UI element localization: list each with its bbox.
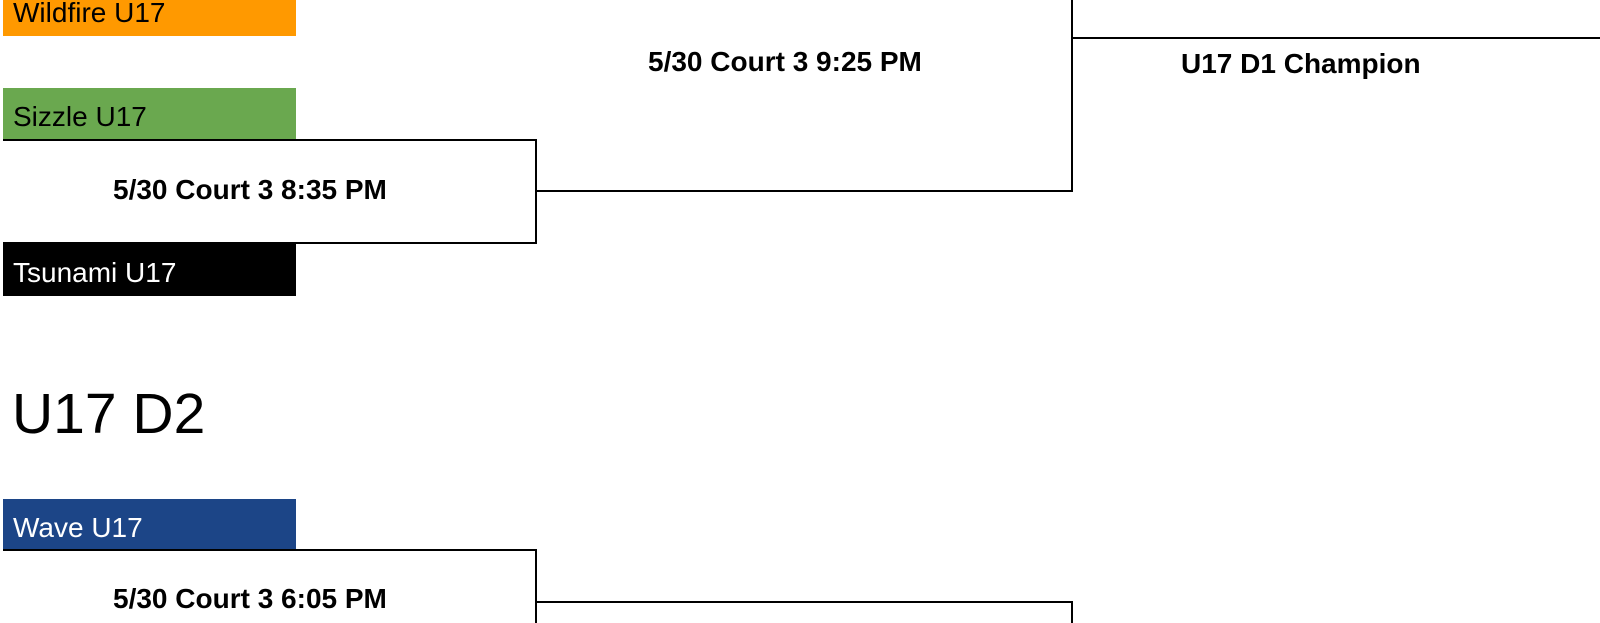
final-bracket-vertical-top	[1071, 0, 1073, 38]
team-slot-wildfire: Wildfire U17	[3, 0, 296, 36]
semifinal-match-label: 5/30 Court 3 8:35 PM	[113, 174, 387, 205]
team-name: Wildfire U17	[13, 0, 166, 28]
first-match-bracket-top	[3, 549, 537, 551]
first-match-winner-line	[535, 601, 1073, 603]
team-name: Wave U17	[13, 512, 143, 543]
team-slot-tsunami: Tsunami U17	[3, 244, 296, 296]
final-bracket-vertical-bottom	[1071, 37, 1073, 192]
second-round-vertical	[1071, 601, 1073, 623]
final-match-label: 5/30 Court 3 9:25 PM	[648, 46, 922, 77]
champion-label: U17 D1 Champion	[1181, 48, 1421, 79]
team-slot-sizzle: Sizzle U17	[3, 88, 296, 140]
team-slot-wave: Wave U17	[3, 499, 296, 551]
first-match-bracket-right	[535, 549, 537, 623]
semifinal-bracket-top	[3, 139, 537, 141]
team-name: Tsunami U17	[13, 257, 177, 288]
division-title: U17 D2	[12, 382, 206, 446]
semifinal-winner-line	[535, 190, 1073, 192]
team-name: Sizzle U17	[13, 101, 147, 132]
first-match-label: 5/30 Court 3 6:05 PM	[113, 583, 387, 614]
semifinal-bracket-bottom	[3, 242, 537, 244]
champion-line	[1071, 37, 1600, 39]
